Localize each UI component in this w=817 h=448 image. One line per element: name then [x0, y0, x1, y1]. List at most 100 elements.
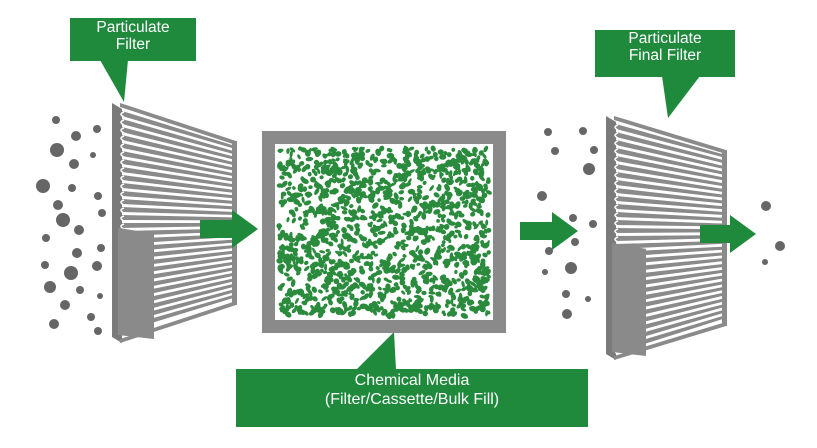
media-granule: [422, 180, 427, 185]
particle: [92, 261, 102, 271]
label-chemical-media: Chemical Media (Filter/Cassette/Bulk Fil…: [236, 371, 588, 409]
particle: [36, 179, 50, 193]
media-granule: [400, 239, 406, 243]
media-granule: [401, 222, 407, 229]
filter-pleat: [616, 204, 722, 215]
media-granule: [389, 265, 394, 271]
media-granule: [410, 279, 418, 285]
media-granule: [399, 196, 405, 201]
media-granule: [406, 161, 412, 167]
media-granule: [412, 194, 417, 200]
media-granule: [437, 291, 442, 297]
filter-fold: [614, 140, 619, 147]
media-granule: [466, 250, 471, 256]
filter-fold: [120, 111, 125, 118]
media-granule: [424, 146, 429, 152]
media-granule: [443, 163, 449, 168]
media-granule: [372, 224, 378, 230]
media-granule: [457, 245, 463, 252]
media-granule: [394, 213, 402, 220]
media-granule: [390, 300, 395, 305]
media-granule: [433, 192, 440, 198]
media-granule: [284, 245, 290, 251]
media-granule: [291, 308, 297, 314]
media-granule: [428, 295, 434, 298]
filter-pleat: [616, 196, 722, 210]
media-granule: [349, 258, 354, 264]
media-granule: [393, 301, 397, 306]
media-granule: [401, 290, 406, 295]
media-granule: [395, 241, 402, 247]
media-granule: [406, 235, 412, 241]
media-granule: [328, 299, 333, 306]
media-granule: [398, 190, 405, 195]
media-granule: [483, 193, 488, 198]
media-granule: [342, 153, 348, 158]
filter-fold: [614, 148, 619, 155]
particle: [562, 309, 572, 319]
media-granule: [380, 178, 384, 185]
media-granule: [292, 186, 296, 190]
media-granule: [286, 216, 290, 223]
media-granule: [319, 250, 326, 254]
media-granule: [334, 233, 339, 238]
media-granule: [302, 210, 308, 216]
media-granule: [386, 186, 390, 191]
media-granule: [474, 234, 480, 241]
media-granule: [318, 289, 323, 294]
media-granule: [424, 305, 429, 312]
media-granule: [417, 308, 423, 315]
media-granule: [394, 268, 401, 274]
media-granule: [301, 165, 307, 173]
particle: [544, 128, 552, 136]
media-granule: [372, 308, 377, 316]
particle: [542, 269, 548, 275]
media-granule: [449, 202, 457, 208]
media-granule: [333, 161, 339, 170]
media-granule: [427, 234, 433, 239]
media-granule: [461, 200, 466, 204]
media-granule: [286, 301, 291, 305]
media-granule: [316, 271, 322, 277]
filter-fold: [614, 180, 619, 187]
media-granule: [416, 192, 421, 197]
media-granule: [486, 274, 491, 279]
media-granule: [443, 223, 450, 230]
media-granule: [445, 170, 449, 176]
media-granule: [325, 248, 330, 252]
media-granule: [443, 151, 448, 156]
media-granule: [393, 226, 398, 231]
media-granule: [456, 278, 461, 282]
media-granule: [354, 257, 361, 264]
media-granule: [451, 311, 458, 317]
filter-pleat: [616, 132, 722, 163]
media-granule: [446, 249, 451, 253]
media-granule: [390, 215, 394, 222]
filter-fold: [614, 236, 619, 243]
media-granule: [313, 182, 320, 188]
particle: [56, 213, 70, 227]
media-granule: [336, 297, 343, 305]
media-granule: [356, 186, 361, 193]
media-granule: [381, 259, 388, 266]
media-granule: [290, 254, 294, 261]
media-granule: [288, 209, 296, 215]
media-granule: [395, 245, 400, 250]
media-granule: [302, 218, 308, 224]
media-granule: [367, 193, 373, 200]
media-granule: [372, 241, 377, 249]
media-granule: [343, 163, 348, 169]
media-granule: [324, 227, 331, 232]
filter-pleat: [122, 135, 232, 165]
media-granule: [351, 213, 357, 218]
media-granule: [462, 204, 468, 208]
media-granule: [340, 206, 348, 211]
particle: [97, 293, 103, 299]
media-granule: [379, 297, 385, 303]
filter-frame: [120, 103, 236, 145]
media-granule: [347, 277, 353, 283]
media-granule: [319, 192, 326, 199]
filter-fold: [614, 204, 619, 211]
media-granule: [377, 230, 386, 235]
media-granule: [320, 205, 327, 210]
